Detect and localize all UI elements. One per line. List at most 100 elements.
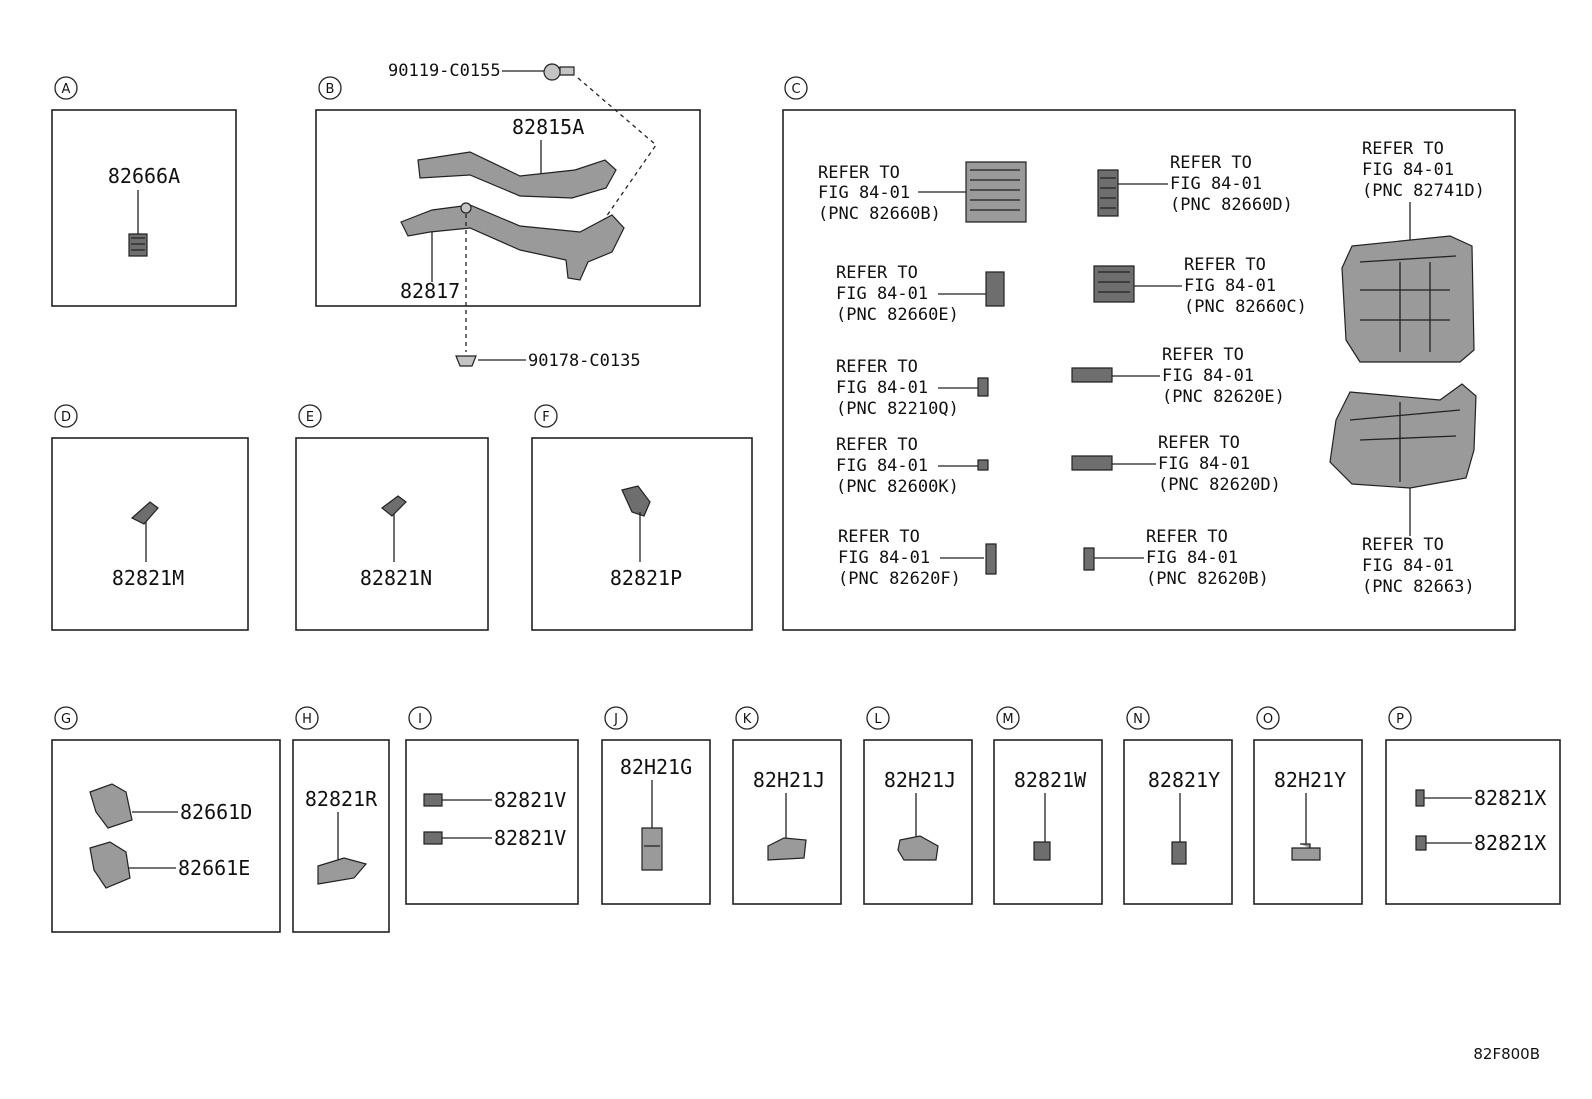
part-label-82h21y[interactable]: 82H21Y — [1274, 768, 1346, 792]
part-label-82821y[interactable]: 82821Y — [1148, 768, 1220, 792]
ref-line3: (PNC 82620E) — [1162, 387, 1285, 407]
part-label-90178-c0135[interactable]: 90178-C0135 — [528, 351, 641, 371]
section-marker-o — [1256, 706, 1280, 730]
section-marker-a — [54, 76, 78, 100]
part-label-82821v-1[interactable]: 82821V — [494, 788, 566, 812]
part-label-82661e[interactable]: 82661E — [178, 856, 250, 880]
part-label-82821n[interactable]: 82821N — [360, 566, 432, 590]
clip-part-90178-c0135[interactable] — [455, 355, 477, 367]
bracket-part-82h21y[interactable] — [1291, 843, 1321, 861]
part-label-82821m[interactable]: 82821M — [112, 566, 184, 590]
reference-82660d[interactable]: REFER TO FIG 84-01 (PNC 82660D) — [1097, 153, 1293, 217]
bracket-part-82h21j-k[interactable] — [767, 837, 807, 861]
section-letter-l: L — [874, 712, 882, 727]
part-label-82821r[interactable]: 82821R — [305, 787, 378, 811]
ref-line1: REFER TO — [836, 435, 918, 455]
reference-82620d[interactable]: REFER TO FIG 84-01 (PNC 82620D) — [1071, 433, 1281, 495]
fuse-strip-82620d — [1071, 455, 1113, 471]
reference-82620e[interactable]: REFER TO FIG 84-01 (PNC 82620E) — [1071, 345, 1285, 407]
connector-part-82821v-2[interactable] — [423, 831, 443, 845]
clamp-part-82821w[interactable] — [1033, 841, 1051, 861]
reference-82210q[interactable]: REFER TO FIG 84-01 (PNC 82210Q) — [836, 357, 989, 419]
bracket-part-82h21j-l[interactable] — [897, 835, 939, 861]
section-letter-p: P — [1396, 712, 1404, 727]
clip-part-82821x-1[interactable] — [1415, 789, 1425, 807]
section-marker-f — [534, 404, 558, 428]
bracket-part-82817[interactable] — [400, 204, 625, 281]
part-label-82821x-1[interactable]: 82821X — [1474, 786, 1546, 810]
section-n: N 82821Y — [1123, 706, 1233, 905]
clip-part-82666a[interactable] — [128, 233, 148, 257]
section-marker-p — [1388, 706, 1412, 730]
ref-line1: REFER TO — [818, 163, 900, 183]
bolt-part-90119-c0155[interactable] — [543, 63, 575, 81]
section-marker-c — [784, 76, 808, 100]
cover-part-82661e[interactable] — [89, 841, 131, 889]
ref-line2: FIG 84-01 — [836, 284, 928, 304]
relay-block-82660c — [1093, 265, 1135, 303]
bracket-part-82h21g[interactable] — [641, 827, 663, 871]
reference-82600k[interactable]: REFER TO FIG 84-01 (PNC 82600K) — [836, 435, 989, 497]
section-letter-n: N — [1133, 712, 1143, 727]
reference-82620f[interactable]: REFER TO FIG 84-01 (PNC 82620F) — [838, 527, 997, 589]
reference-82620b[interactable]: REFER TO FIG 84-01 (PNC 82620B) — [1083, 527, 1269, 589]
part-label-82661d[interactable]: 82661D — [180, 800, 252, 824]
ref-line2: FIG 84-01 — [1362, 160, 1454, 180]
reference-82660c[interactable]: REFER TO FIG 84-01 (PNC 82660C) — [1093, 255, 1307, 317]
protector-part-82821p[interactable] — [621, 485, 651, 517]
part-label-82h21j-l[interactable]: 82H21J — [884, 768, 956, 792]
part-label-82666a[interactable]: 82666A — [108, 164, 180, 188]
grommet-part-82821m[interactable] — [130, 501, 159, 525]
clamp-part-82821y[interactable] — [1171, 841, 1187, 865]
fuse-82210q — [977, 377, 989, 397]
cover-detail — [1349, 402, 1461, 482]
part-label-82h21j-k[interactable]: 82H21J — [753, 768, 825, 792]
section-p-box — [1385, 739, 1561, 905]
section-g: G 82661D 82661E — [51, 706, 281, 933]
ref-line1: REFER TO — [1158, 433, 1240, 453]
section-i: I 82821V 82821V — [405, 706, 579, 905]
reference-82663[interactable]: REFER TO FIG 84-01 (PNC 82663) — [1329, 383, 1477, 597]
grommet-part-82821n[interactable] — [381, 495, 407, 517]
part-label-90119-c0155[interactable]: 90119-C0155 — [388, 61, 501, 81]
part-label-82821x-2[interactable]: 82821X — [1474, 831, 1546, 855]
ref-line3: (PNC 82660B) — [818, 204, 941, 224]
part-label-82815a[interactable]: 82815A — [512, 115, 584, 139]
ref-line3: (PNC 82660C) — [1184, 297, 1307, 317]
section-n-box — [1123, 739, 1233, 905]
section-marker-h — [295, 706, 319, 730]
connector-part-82821v-1[interactable] — [423, 793, 443, 807]
ref-line1: REFER TO — [836, 263, 918, 283]
ref-line3: (PNC 82663) — [1362, 577, 1475, 597]
reference-82741d[interactable]: REFER TO FIG 84-01 (PNC 82741D) — [1341, 139, 1485, 363]
part-label-82821w[interactable]: 82821W — [1014, 768, 1087, 792]
section-h: H 82821R — [292, 706, 390, 933]
section-marker-m — [996, 706, 1020, 730]
section-o: O 82H21Y — [1253, 706, 1363, 905]
section-j-box — [601, 739, 711, 905]
relay-82660d — [1097, 169, 1119, 217]
ref-line2: FIG 84-01 — [1146, 548, 1238, 568]
ref-line2: FIG 84-01 — [1362, 556, 1454, 576]
part-label-82h21g[interactable]: 82H21G — [620, 755, 692, 779]
part-label-82821v-2[interactable]: 82821V — [494, 826, 566, 850]
section-letter-d: D — [61, 410, 71, 425]
ref-line2: FIG 84-01 — [818, 183, 910, 203]
ref-line2: FIG 84-01 — [836, 456, 928, 476]
part-label-82817[interactable]: 82817 — [400, 279, 460, 303]
ref-line1: REFER TO — [1184, 255, 1266, 275]
reference-82660e[interactable]: REFER TO FIG 84-01 (PNC 82660E) — [836, 263, 1005, 325]
ref-line2: FIG 84-01 — [1170, 174, 1262, 194]
clip-part-82821x-2[interactable] — [1415, 835, 1427, 851]
dashed-assembly-line — [577, 77, 657, 241]
reference-82660b[interactable]: REFER TO FIG 84-01 (PNC 82660B) — [818, 161, 1027, 224]
bracket-part-82815a[interactable] — [417, 151, 617, 199]
section-letter-a: A — [62, 82, 71, 97]
part-label-82821p[interactable]: 82821P — [610, 566, 682, 590]
section-marker-k — [735, 706, 759, 730]
section-letter-h: H — [302, 712, 312, 727]
cover-part-82661d[interactable] — [89, 783, 133, 829]
protector-part-82821r[interactable] — [317, 857, 368, 885]
figure-code: 82F800B — [1473, 1045, 1540, 1063]
